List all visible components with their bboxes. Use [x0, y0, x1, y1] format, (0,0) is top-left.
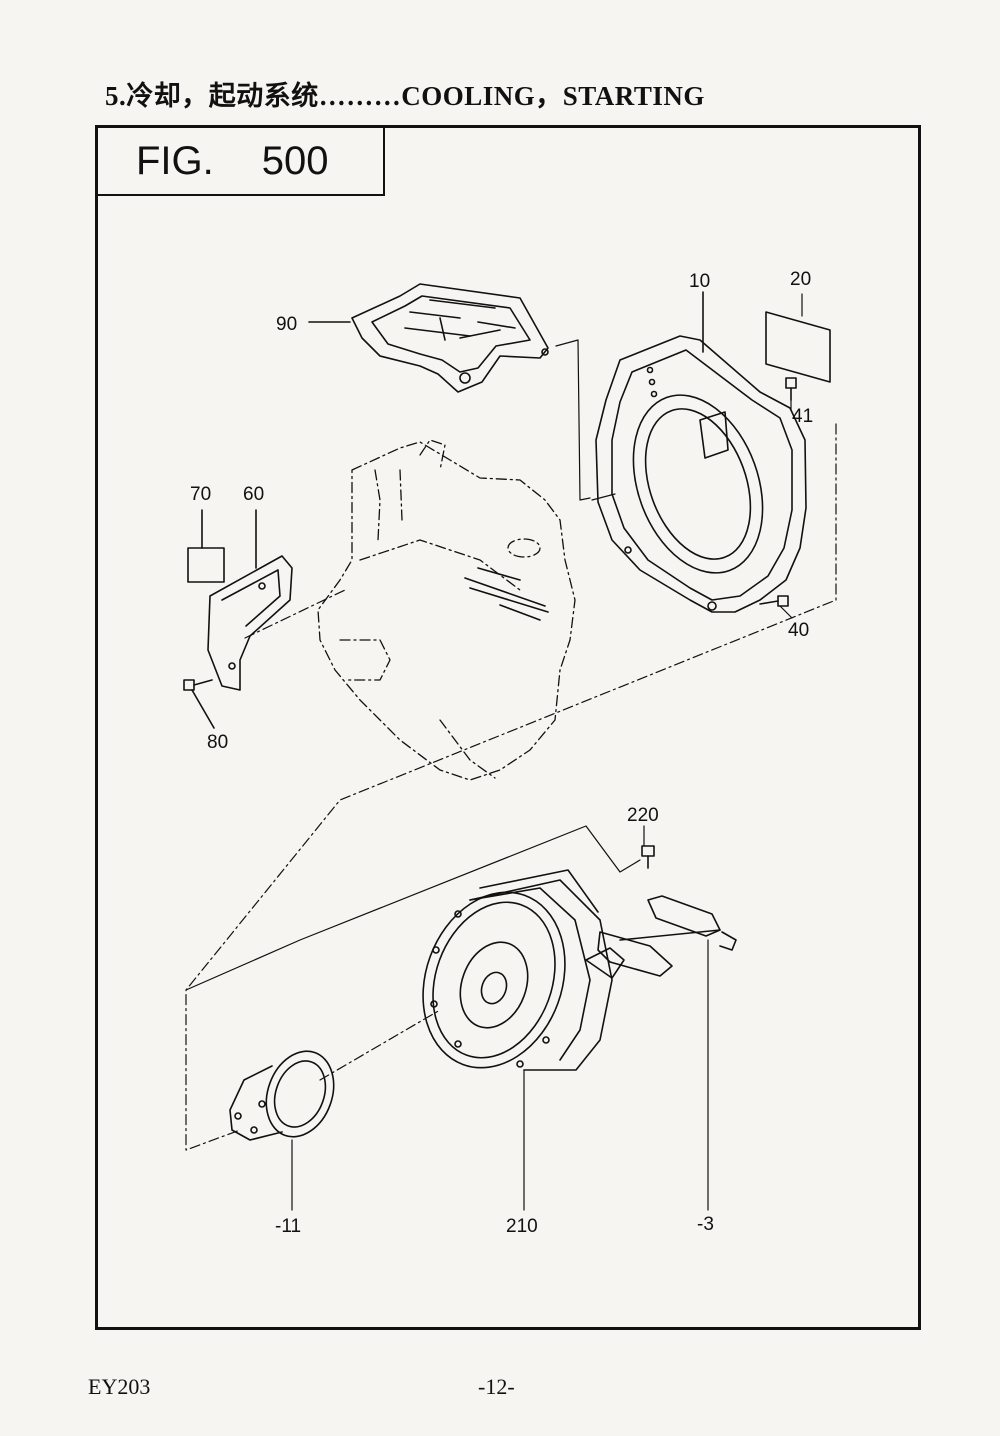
figure-prefix: FIG. — [136, 139, 214, 183]
bolt-41-part — [785, 377, 797, 401]
part-label-90: 90 — [276, 314, 297, 335]
assembly-lines — [185, 339, 837, 1151]
figure-number: 500 — [261, 139, 329, 183]
part-label-11: -11 — [275, 1216, 301, 1237]
part-label-60: 60 — [243, 484, 264, 505]
bolt-220-part — [641, 845, 655, 869]
footer-page-number: -12- — [478, 1374, 515, 1399]
part-label-80: 80 — [207, 732, 228, 753]
engine-block-phantom — [317, 439, 576, 781]
part-label-40: 40 — [788, 620, 809, 641]
part-label-220: 220 — [627, 805, 659, 826]
fan-housing-part — [595, 335, 807, 613]
label-plate-part — [765, 311, 831, 383]
recoil-starter-part — [422, 869, 625, 1071]
bolt-80-part — [183, 679, 213, 691]
leader-lines — [291, 293, 803, 1211]
bolt-40-part — [759, 595, 789, 607]
side-baffle-part — [207, 555, 293, 691]
cylinder-baffle-part — [351, 283, 549, 393]
part-label-20: 20 — [790, 269, 811, 290]
starter-cup-part — [229, 1050, 335, 1141]
part-label-10: 10 — [689, 271, 710, 292]
part-label-210: 210 — [506, 1216, 538, 1237]
starter-handle-part — [597, 895, 737, 977]
section-heading: 5.冷却，起动系统………COOLING，STARTING — [105, 81, 705, 111]
figure-frame: FIG. 500 — [95, 125, 921, 1330]
engine-studs — [464, 567, 549, 621]
leader-80 — [191, 689, 215, 729]
footer-model: EY203 — [88, 1374, 151, 1399]
part-label-41: 41 — [792, 406, 813, 427]
part-label-3: -3 — [697, 1214, 714, 1235]
part-label-70: 70 — [190, 484, 211, 505]
figure-title-box: FIG. 500 — [98, 128, 385, 196]
label-70-part — [187, 547, 225, 583]
